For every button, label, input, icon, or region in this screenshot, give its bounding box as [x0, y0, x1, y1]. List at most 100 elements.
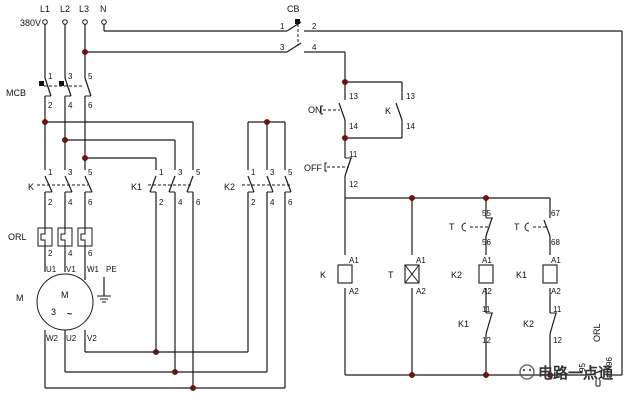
orl-relay [37, 227, 93, 247]
motor-w1: W1 [87, 265, 100, 274]
off-button-label: OFF [304, 163, 322, 173]
interlock-k2-nc [549, 305, 557, 340]
k1-t5: 5 [196, 168, 201, 177]
interlock-2-label: K2 [523, 319, 534, 329]
timer-t68: 68 [551, 238, 560, 247]
motor-u1: U1 [46, 265, 57, 274]
interlock-2-t12: 12 [553, 336, 562, 345]
timer-contact-1-label: T [449, 222, 455, 232]
on-push-button [320, 92, 346, 128]
coil-k1-a1: A1 [551, 256, 561, 265]
coil-k1-label: K1 [516, 270, 527, 280]
k-t3: 3 [68, 168, 73, 177]
cb-breaker [286, 19, 318, 53]
cb-t4: 4 [312, 43, 317, 52]
supply-voltage-label: 380V [20, 18, 41, 28]
l2-terminal [62, 19, 68, 25]
k-t2: 2 [48, 198, 53, 207]
k2-t4: 4 [270, 198, 275, 207]
k-hold-contact [395, 92, 403, 128]
phase-l3-label: L3 [79, 4, 89, 14]
off-t11: 11 [349, 150, 358, 159]
on-button-label: ON [308, 105, 322, 115]
neutral-label: N [100, 4, 107, 14]
k-hold-label: K [385, 106, 391, 116]
l3-terminal [82, 19, 88, 25]
motor-w2: W2 [46, 334, 59, 343]
orl-t6: 6 [88, 249, 93, 258]
orl-label: ORL [8, 232, 27, 242]
k-t4: 4 [68, 198, 73, 207]
cb-t3: 3 [280, 43, 285, 52]
k2-t1: 1 [251, 168, 256, 177]
cb-t1: 1 [280, 22, 285, 31]
k2-main-contacts [242, 175, 292, 193]
k1-t3: 3 [178, 168, 183, 177]
motor-ac-tilde: ~ [67, 309, 72, 319]
k-hold-t14: 14 [406, 122, 415, 131]
coil-k2-label: K2 [451, 270, 462, 280]
k2-main-label: K2 [224, 182, 235, 192]
interlock-k1-nc [485, 305, 493, 340]
k2-t2: 2 [251, 198, 256, 207]
orl-t2: 2 [48, 249, 53, 258]
k1-t4: 4 [178, 198, 183, 207]
k2-t6: 6 [288, 198, 293, 207]
control-junctions [342, 79, 553, 378]
motor-center-label: M [61, 290, 69, 300]
coil-k2-a1: A1 [482, 256, 492, 265]
coil-timer [404, 264, 420, 284]
k-hold-t13: 13 [406, 92, 415, 101]
coil-k2 [478, 264, 494, 284]
mcb-t1: 1 [48, 72, 53, 81]
coil-k-a2: A2 [349, 287, 359, 296]
on-t14: 14 [349, 122, 358, 131]
k1-t1: 1 [159, 168, 164, 177]
timer-contact-2-label: T [514, 222, 520, 232]
motor-label: M [16, 293, 24, 303]
orl-nc-t95: 95 [578, 363, 587, 372]
motor-v2: V2 [87, 334, 97, 343]
on-t13: 13 [349, 92, 358, 101]
cb-t2: 2 [312, 22, 317, 31]
coil-k1-a2: A2 [551, 287, 561, 296]
control-wiring [344, 52, 622, 376]
k1-t6: 6 [196, 198, 201, 207]
k1-main-label: K1 [131, 182, 142, 192]
coil-timer-a1: A1 [416, 256, 426, 265]
orl-nc-t96: 96 [605, 357, 614, 366]
power-wiring [44, 24, 623, 389]
k-main-contacts [37, 175, 93, 193]
phase-l1-label: L1 [40, 4, 50, 14]
interlock-1-label: K1 [458, 319, 469, 329]
k-main-label: K [28, 182, 34, 192]
power-junctions [42, 49, 270, 391]
timer-t67: 67 [551, 209, 560, 218]
watermark-text: 电路一点通 [538, 364, 613, 382]
mcb-t6: 6 [88, 101, 93, 110]
interlock-1-t11: 11 [482, 305, 491, 314]
motor-pe: PE [106, 265, 117, 274]
coil-k2-a2: A2 [482, 287, 492, 296]
timer-t55: 55 [482, 209, 491, 218]
coil-k-a1: A1 [349, 256, 359, 265]
motor-phase-count: 3 [51, 307, 56, 317]
coil-k-label: K [320, 270, 326, 280]
orl-t4: 4 [68, 249, 73, 258]
orl-nc-contact [585, 368, 606, 387]
motor-symbol [36, 272, 111, 331]
k-t1: 1 [48, 168, 53, 177]
coil-timer-a2: A2 [416, 287, 426, 296]
k1-t2: 2 [159, 198, 164, 207]
mcb-label: MCB [6, 88, 26, 98]
mcb-t4: 4 [68, 101, 73, 110]
k-t6: 6 [88, 198, 93, 207]
cb-label: CB [287, 4, 300, 14]
timer-nc-contact [461, 210, 493, 242]
timer-no-contact [524, 210, 551, 242]
motor-u2: U2 [66, 334, 77, 343]
mcb-breaker [39, 77, 92, 97]
coil-timer-label: T [388, 270, 394, 280]
phase-l2-label: L2 [60, 4, 70, 14]
